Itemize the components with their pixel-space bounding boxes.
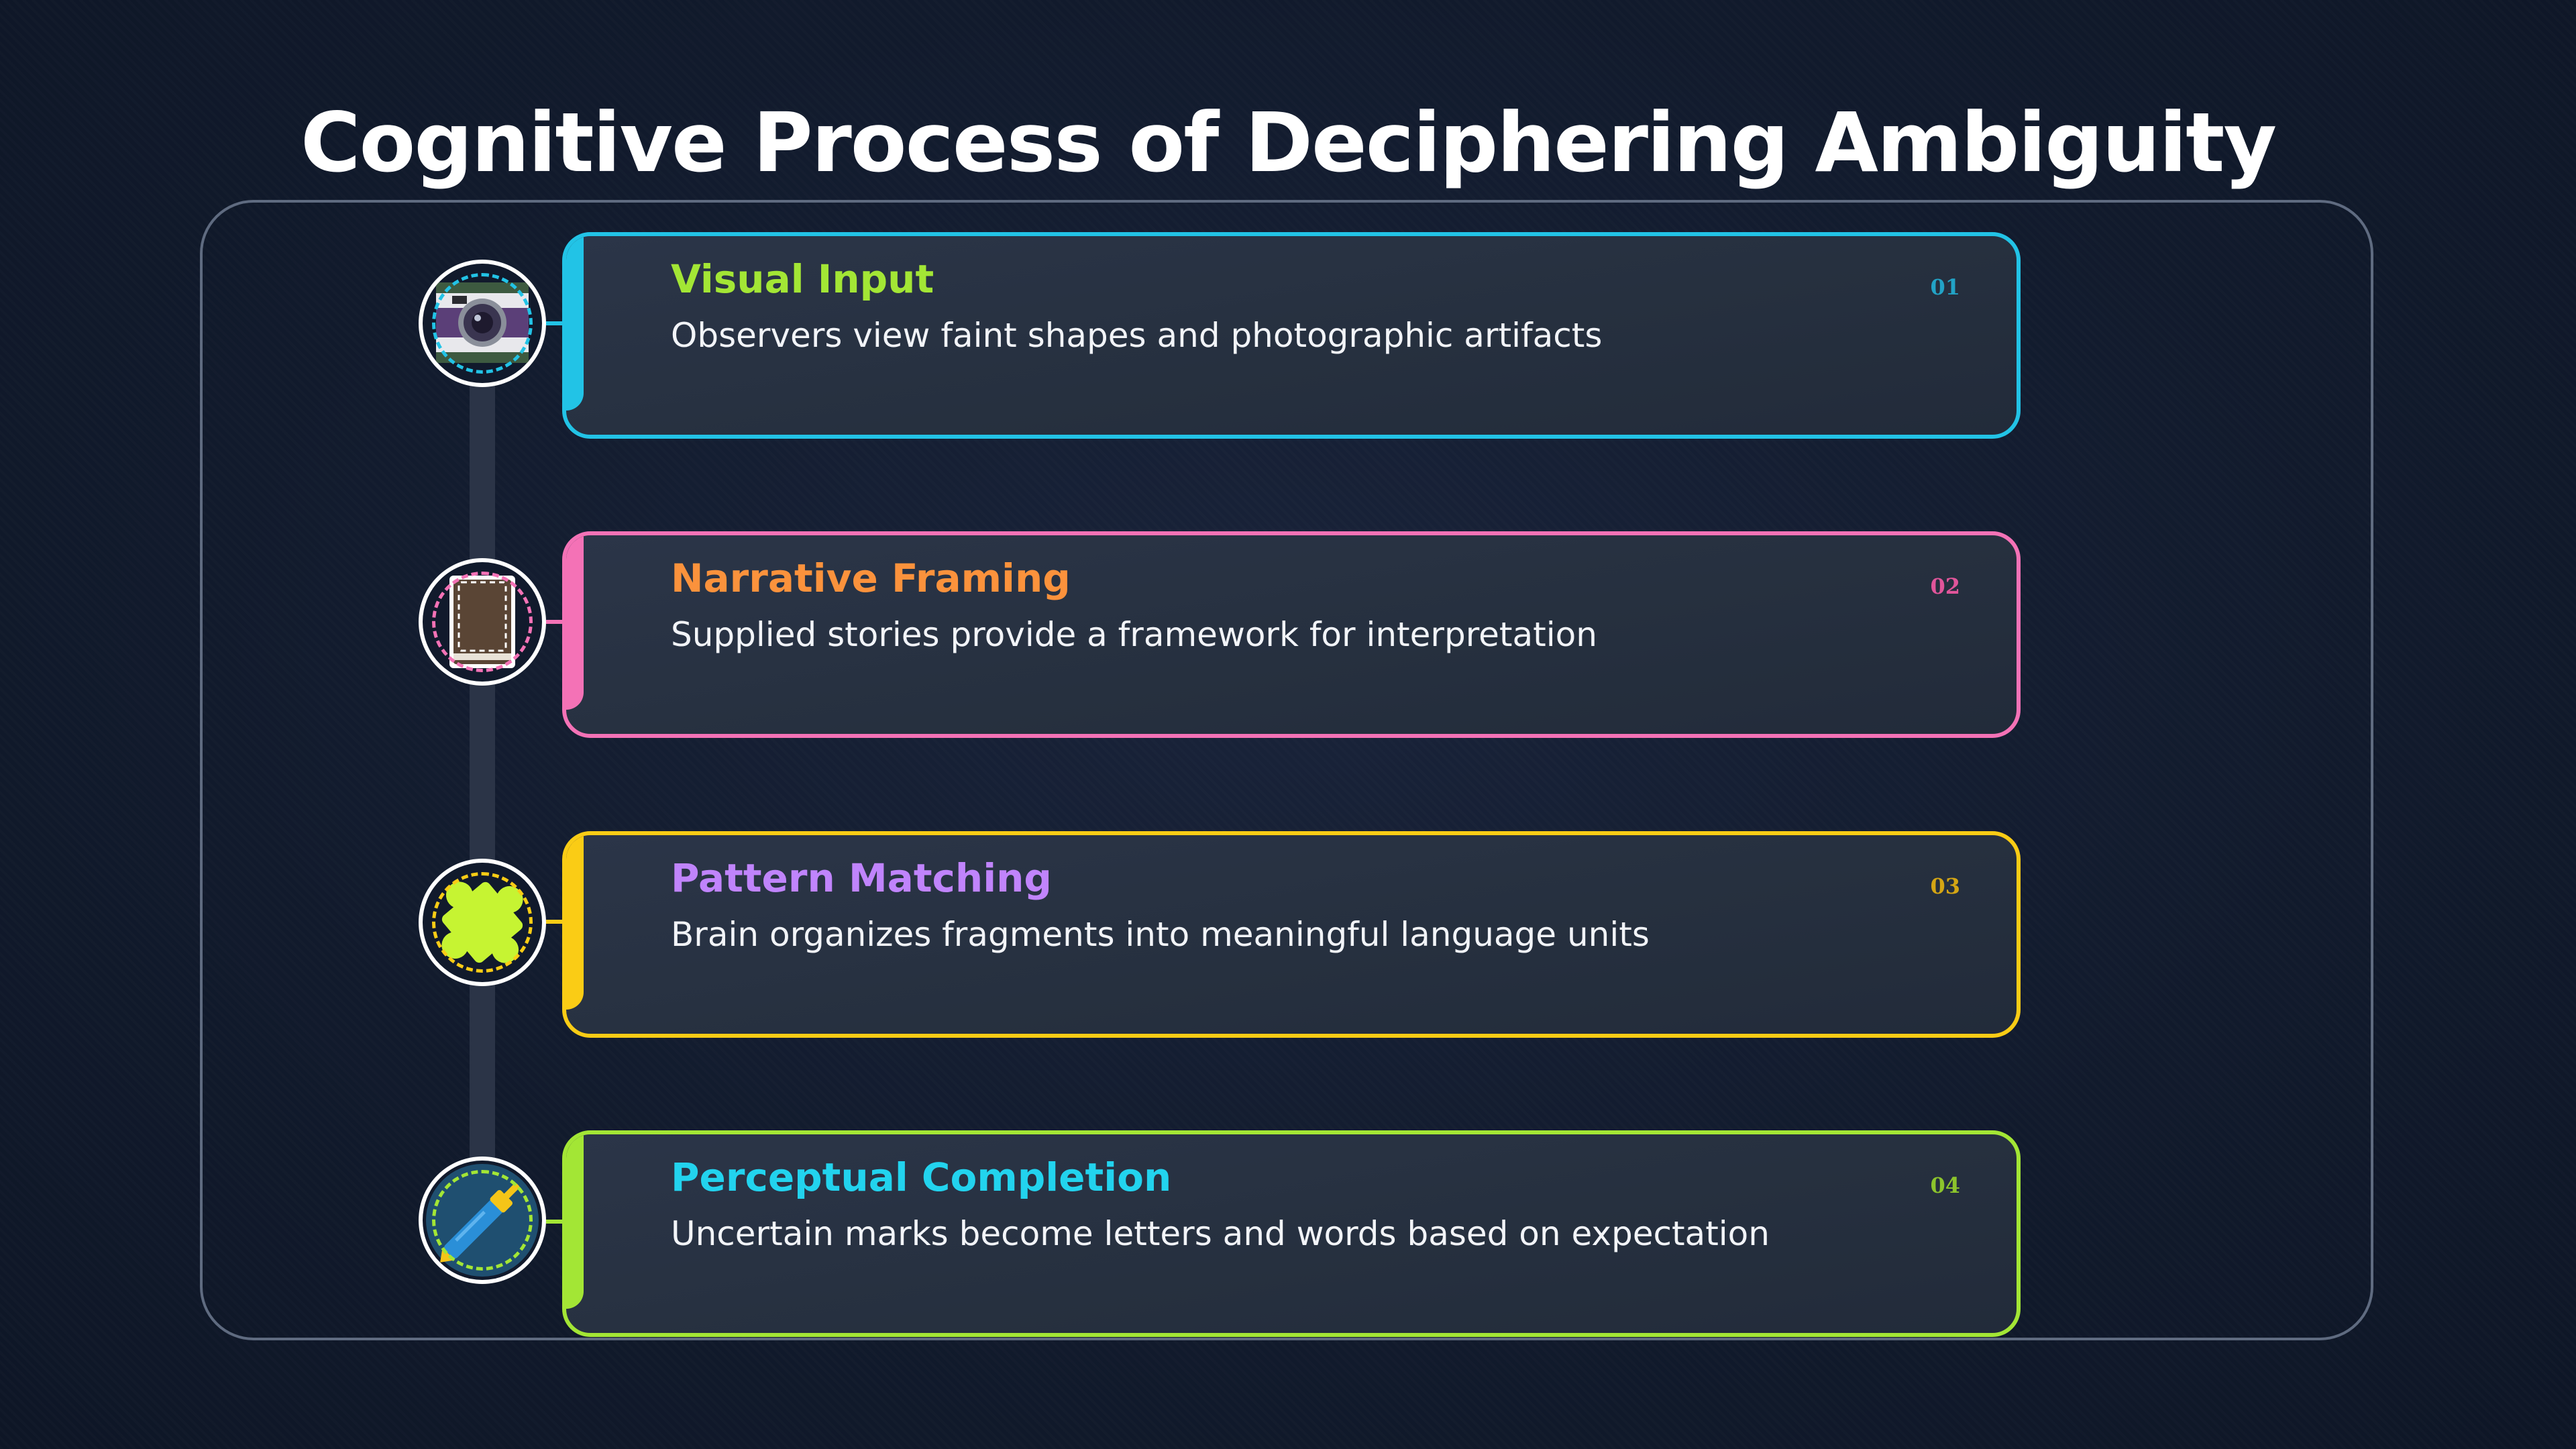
step-2-node — [419, 558, 546, 686]
step-4-connector — [546, 1220, 565, 1224]
step-1-title: Visual Input — [671, 256, 934, 302]
step-3-node — [419, 859, 546, 986]
step-2-description: Supplied stories provide a framework for… — [671, 615, 1597, 654]
step-2-number: 02 — [1930, 574, 1960, 599]
step-4-number: 04 — [1930, 1173, 1960, 1198]
step-2-title: Narrative Framing — [671, 555, 1071, 601]
step-2-connector — [546, 620, 565, 624]
step-1-accent-bar — [566, 236, 584, 411]
step-4-accent-bar — [566, 1134, 584, 1309]
page-title: Cognitive Process of Deciphering Ambigui… — [300, 95, 2277, 191]
step-1-node — [419, 260, 546, 387]
step-1-ring — [432, 273, 533, 374]
step-2-ring — [432, 572, 533, 672]
step-2-accent-bar — [566, 535, 584, 710]
step-3-connector — [546, 920, 565, 924]
step-1-number: 01 — [1930, 274, 1960, 300]
step-1-description: Observers view faint shapes and photogra… — [671, 316, 1603, 355]
step-card-pattern-matching: Pattern Matching Brain organizes fragmen… — [562, 831, 2021, 1038]
step-3-accent-bar — [566, 835, 584, 1010]
step-4-node — [419, 1157, 546, 1284]
step-4-title: Perceptual Completion — [671, 1155, 1172, 1200]
diagram-frame — [200, 200, 2373, 1340]
step-3-description: Brain organizes fragments into meaningfu… — [671, 915, 1650, 954]
step-3-title: Pattern Matching — [671, 855, 1052, 901]
step-3-number: 03 — [1930, 873, 1960, 899]
step-4-ring — [432, 1170, 533, 1271]
step-card-narrative-framing: Narrative Framing Supplied stories provi… — [562, 531, 2021, 738]
step-1-connector — [546, 321, 565, 325]
step-3-ring — [432, 872, 533, 973]
step-4-description: Uncertain marks become letters and words… — [671, 1214, 1770, 1253]
step-card-visual-input: Visual Input Observers view faint shapes… — [562, 232, 2021, 439]
timeline-spine — [470, 322, 495, 1228]
step-card-perceptual-completion: Perceptual Completion Uncertain marks be… — [562, 1130, 2021, 1337]
